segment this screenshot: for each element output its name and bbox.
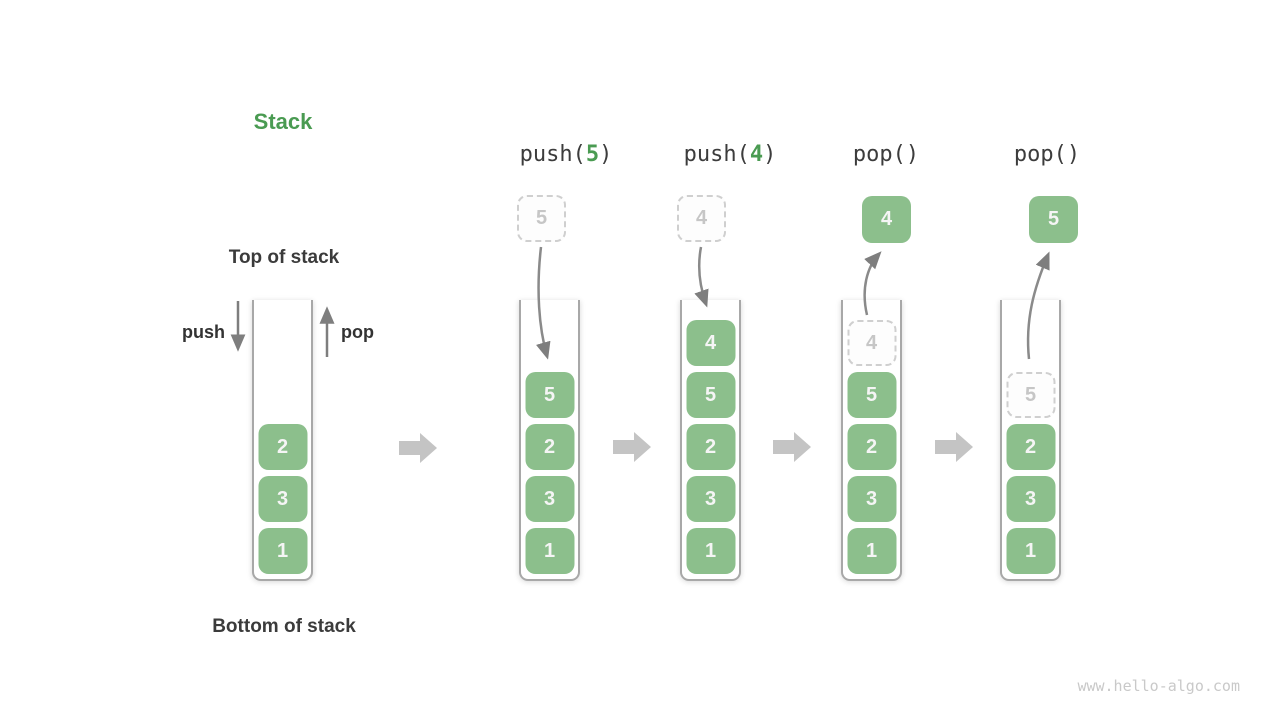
stack-cell: 1	[258, 528, 307, 574]
bottom-of-stack-label: Bottom of stack	[212, 616, 356, 637]
stack-cell: 2	[525, 424, 574, 470]
operation-label-push5: push(5)	[520, 142, 613, 167]
stack-cell: 3	[1006, 476, 1055, 522]
push-label: push	[182, 322, 225, 342]
stack-cell: 3	[258, 476, 307, 522]
next-step-arrow-icon	[773, 432, 811, 462]
stack-cell: 1	[847, 528, 896, 574]
op-text: push(	[519, 142, 586, 167]
stack-cell-ghost: 5	[1006, 372, 1055, 418]
op-text: )	[599, 142, 613, 167]
stack-cell: 5	[686, 372, 735, 418]
popped-value-box: 5	[1029, 196, 1078, 243]
diagram-title: Stack	[253, 109, 313, 134]
stack-container-after-pop2: 5 2 3 1	[1000, 300, 1061, 581]
op-arg: 5	[585, 142, 600, 167]
pop-label: pop	[341, 322, 374, 342]
top-of-stack-label: Top of stack	[228, 247, 340, 268]
op-text: pop()	[1013, 142, 1081, 167]
popped-value-box: 4	[862, 196, 911, 243]
operation-label-pop2: pop()	[1014, 142, 1080, 167]
stack-cell: 2	[258, 424, 307, 470]
next-step-arrow-icon	[935, 432, 973, 462]
op-text: )	[763, 142, 777, 167]
stack-cell: 5	[525, 372, 574, 418]
stack-cell: 1	[1006, 528, 1055, 574]
stack-cell: 3	[686, 476, 735, 522]
stack-cell: 2	[686, 424, 735, 470]
stack-container-after-pop1: 4 5 2 3 1	[841, 300, 902, 581]
stack-cell: 1	[525, 528, 574, 574]
next-step-arrow-icon	[399, 433, 437, 463]
stack-cell: 5	[847, 372, 896, 418]
stack-cell: 2	[1006, 424, 1055, 470]
stack-cell: 1	[686, 528, 735, 574]
stack-cell: 3	[525, 476, 574, 522]
stack-container-after-push5: 5 2 3 1	[519, 300, 580, 581]
stack-cell: 2	[847, 424, 896, 470]
stack-cell: 4	[686, 320, 735, 366]
stack-container-initial: 2 3 1	[252, 300, 313, 581]
incoming-value-box: 5	[517, 195, 566, 242]
op-text: pop()	[852, 142, 920, 167]
op-arg: 4	[749, 142, 764, 167]
stack-cell-ghost: 4	[847, 320, 896, 366]
operation-label-push4: push(4)	[684, 142, 777, 167]
stack-container-after-push4: 4 5 2 3 1	[680, 300, 741, 581]
push4-flow-arrow-icon	[694, 246, 709, 308]
operation-label-pop1: pop()	[853, 142, 919, 167]
next-step-arrow-icon	[613, 432, 651, 462]
watermark: www.hello-algo.com	[1077, 677, 1240, 695]
stack-cell: 3	[847, 476, 896, 522]
incoming-value-box: 4	[677, 195, 726, 242]
op-text: push(	[683, 142, 750, 167]
